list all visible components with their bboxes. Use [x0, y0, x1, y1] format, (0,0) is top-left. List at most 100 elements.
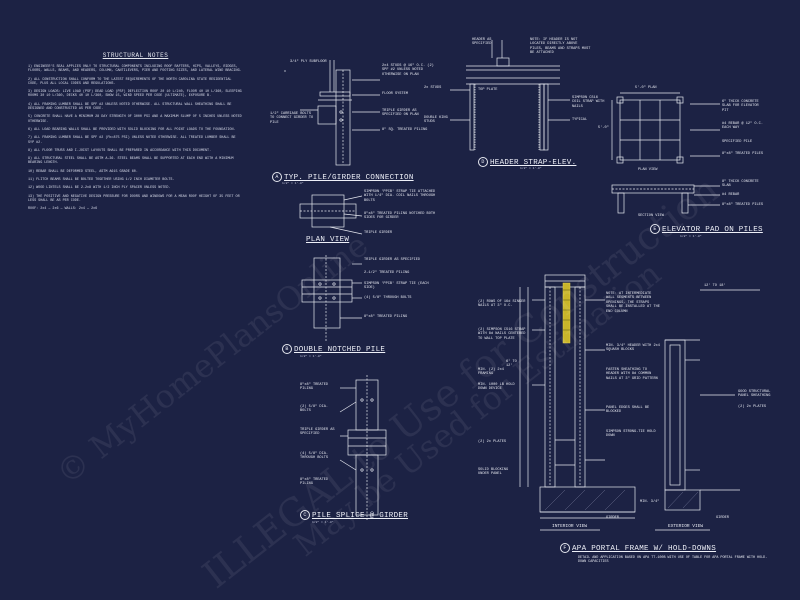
- note-item: 12) WOOD LINTELS SHALL BE 2-2x8 WITH 1/2…: [28, 186, 171, 191]
- detail-f-label: NOTE: AT INTERMEDIATE WALL SEGMENTS BETW…: [606, 292, 660, 314]
- detail-d-title-text: HEADER STRAP-ELEV.: [490, 158, 577, 167]
- detail-e-dim: 5'-0": [598, 126, 609, 130]
- detail-b-label: TRIPLE GIRDER AS SPECIFIED: [364, 258, 421, 262]
- detail-f-interior-drawing: [519, 274, 636, 519]
- plan-view-title: PLAN VIEW: [306, 236, 350, 244]
- detail-f-label: (2) 2x PLATES: [478, 440, 507, 444]
- detail-a-label: TRIPLE GIRDER AS SPECIFIED ON PLAN: [382, 109, 419, 118]
- note-item: ROOF: 2x4 — 2x6 — WALLS: 2x4 — 2x6: [28, 207, 98, 212]
- detail-a-scale: 1/2" = 1'-0": [282, 182, 304, 185]
- detail-b-title-text: DOUBLE NOTCHED PILE: [294, 345, 386, 354]
- plan-view-drawing: [299, 194, 363, 235]
- detail-c-title-text: PILE SPLICE @ GIRDER: [312, 511, 409, 520]
- detail-f-label: SIMPSON STRONG-TIE HOLD DOWN: [606, 430, 656, 439]
- note-item: 13) THE POSITIVE AND NEGATIVE DESIGN PRE…: [28, 194, 240, 203]
- detail-e-plan-label: PLAN VIEW: [638, 168, 658, 172]
- detail-e-drawing: [611, 92, 720, 214]
- note-item: 10) REBAR SHALL BE DEFORMED STEEL, ASTM …: [28, 169, 138, 174]
- detail-b-label: SIMPSON 'PPCB' STRAP TIE (EACH SIDE): [364, 282, 429, 291]
- detail-c-scale: 1/2" = 1'-0": [312, 521, 334, 524]
- detail-b-drawing: [301, 255, 362, 342]
- detail-f-dim: MIN. 3/4": [640, 500, 660, 504]
- detail-d-label: HEADER AS SPECIFIED: [472, 38, 492, 47]
- note-item: 4) ALL FRAMING LUMBER SHALL BE SPF #2 UN…: [28, 102, 232, 112]
- detail-c-label: TRIPLE GIRDER AS SPECIFIED: [300, 428, 335, 437]
- note-item: 3) DESIGN LOADS: LIVE LOAD (PSF) DEAD LO…: [28, 90, 242, 99]
- detail-f-marker: F: [560, 543, 570, 553]
- structural-notes: STRUCTURAL NOTES 1) ENGINEER'S SEAL APPL…: [28, 52, 243, 216]
- detail-f-ext-label: GIRDER: [716, 516, 729, 520]
- detail-e-label: #4 REBAR @ 12" O.C. EACH WAY: [722, 122, 763, 131]
- detail-e-label: 6" THICK CONCRETE SLAB FOR ELEVATOR PIT: [722, 100, 759, 113]
- detail-f-title-text: APA PORTAL FRAME W/ HOLD-DOWNS: [572, 544, 717, 553]
- note-item: 5) CONCRETE SHALL HAVE A MINIMUM 28 DAY …: [28, 115, 242, 124]
- detail-f-label: MIN. (2) 2x4 FRAMING: [478, 368, 504, 377]
- detail-e-label: #4 REBAR: [722, 193, 740, 197]
- detail-f-label: (2) SIMPSON CS16 STRAP WITH 8d NAILS CEN…: [478, 328, 526, 341]
- note-item: 11) FLITCH BEAMS SHALL BE BOLTED TOGETHE…: [28, 178, 175, 183]
- note-item: 2) ALL CONSTRUCTION SHALL CONFORM TO THE…: [28, 77, 232, 86]
- detail-b-marker: B: [282, 344, 292, 354]
- detail-d-drawing: [450, 40, 570, 151]
- detail-e-title-text: ELEVATOR PAD ON PILES: [662, 225, 763, 234]
- detail-e-scale: 1/2" = 1'-0": [680, 235, 702, 238]
- detail-d-label: DOUBLE KING STUDS: [424, 116, 448, 125]
- detail-b-label: (4) 5/8" THROUGH BOLTS: [364, 296, 412, 300]
- detail-e-label: SPECIFIED PILE: [722, 140, 753, 144]
- portal-frame-strap: [562, 282, 571, 344]
- detail-d-label: TOP PLATE: [478, 88, 498, 92]
- detail-d-label: TYPICAL: [572, 118, 588, 122]
- detail-a-label: 3/4" PLY SUBFLOOR: [290, 60, 327, 64]
- note-item: 7) ALL FRAMING LUMBER SHALL BE SPF #2 (F…: [28, 136, 236, 145]
- note-item: 8) ALL FLOOR TRUSS AND I-JOIST LAYOUTS S…: [28, 148, 212, 153]
- detail-f-label: GIRDER: [606, 516, 619, 520]
- detail-e-section-label: SECTION VIEW: [638, 214, 664, 218]
- detail-f-exterior-drawing: [664, 289, 760, 511]
- detail-f-label: SOLID BLOCKING UNDER PANEL: [478, 468, 509, 477]
- detail-d-marker: D: [478, 157, 488, 167]
- exterior-view-label: EXTERIOR VIEW: [668, 524, 704, 529]
- foundation-hatch: [544, 489, 699, 511]
- note-item: 1) ENGINEER'S SEAL APPLIES ONLY TO STRUC…: [28, 65, 242, 74]
- detail-e-label: 8" THICK CONCRETE SLAB: [722, 180, 759, 189]
- detail-c-label: 8"x8" TREATED PILING: [300, 383, 329, 392]
- detail-e-label: 8"x8" TREATED PILES: [722, 152, 763, 156]
- detail-f-label: MIN. 3/4" HEADER WITH 2x4 SQUASH BLOCKS: [606, 344, 660, 353]
- detail-d-label: SIMPSON CS16 COIL STRAP WITH NAILS: [572, 96, 605, 109]
- note-item: 6) ALL LOAD BEARING WALLS SHALL BE PROVI…: [28, 127, 236, 132]
- detail-c-marker: C: [300, 510, 310, 520]
- plan-view-label: SIMPSON 'PPCB' STRAP TIE ATTACHED WITH 1…: [364, 190, 436, 203]
- detail-e-label: 8"x8" TREATED PILES: [722, 203, 763, 207]
- detail-f-ext-label: GOOD STRUCTURAL PANEL SHEATHING: [738, 390, 771, 399]
- detail-f-label: FASTEN SHEATHING TO HEADER WITH 8d COMMO…: [606, 368, 658, 381]
- detail-c-drawing: [339, 375, 387, 520]
- detail-a-drawing: [284, 60, 380, 166]
- detail-a-label: FLOOR SYSTEM: [382, 92, 408, 96]
- detail-e-dim: 5'-0" PLAN: [635, 86, 657, 90]
- interior-view-label: INTERIOR VIEW: [552, 524, 588, 529]
- detail-b-scale: 1/2" = 1'-0": [300, 355, 322, 358]
- detail-d-label: 2x STUDS: [424, 86, 442, 90]
- detail-d-label: NOTE: IF HEADER IS NOT LOCATED DIRECTLY …: [530, 38, 591, 56]
- detail-c-label: 8"x8" TREATED PILING: [300, 478, 329, 487]
- detail-f-dim: 12' TO 18': [704, 284, 726, 288]
- detail-c-label: (2) 5/8" DIA. BOLTS: [300, 405, 329, 414]
- detail-b-label: 8"x8" TREATED PILING: [364, 315, 408, 319]
- detail-f-ext-label: (2) 2x PLATES: [738, 405, 767, 409]
- detail-a-label: 8" SQ. TREATED PILING: [382, 128, 428, 132]
- detail-a-marker: A: [272, 172, 282, 182]
- detail-f-dim: 6' TO 12': [506, 360, 517, 369]
- detail-f-label: MIN. 1000 LB HOLD DOWN DEVICE: [478, 383, 515, 392]
- detail-a-label: 1/2" CARRIAGE BOLTS TO CONNECT GIRDER TO…: [270, 112, 314, 125]
- detail-f-subtitle: DETAIL AND APPLICATION BASED ON APA TT-1…: [578, 556, 768, 565]
- detail-d-scale: 1/2" = 1'-0": [520, 167, 542, 170]
- detail-a-label: 2x4 STUDS @ 16" O.C. (2) SPF #2 UNLESS N…: [382, 64, 434, 77]
- detail-f-label: (2) ROWS OF 16d SINKER NAILS AT 3" O.C.: [478, 300, 526, 309]
